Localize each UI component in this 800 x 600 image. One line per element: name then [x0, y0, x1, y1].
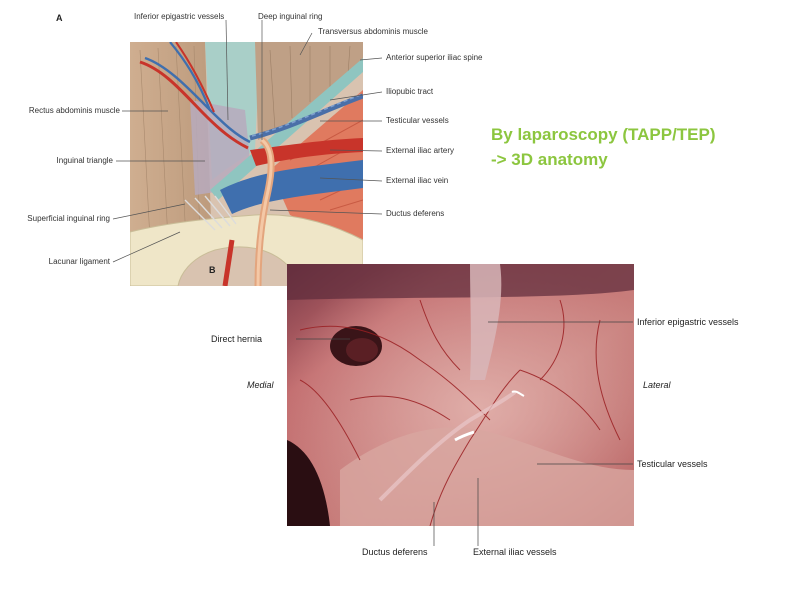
panel-a-letter: A	[56, 13, 63, 23]
inferior-epigastric-artery-shape	[139, 60, 249, 150]
label-asis: Anterior superior iliac spine	[386, 53, 483, 62]
testicular-vessels-shape	[249, 93, 363, 141]
heading: By laparoscopy (TAPP/TEP) -> 3D anatomy	[491, 122, 716, 172]
label-external-iliac-artery: External iliac artery	[386, 146, 455, 155]
label-deep-inguinal-ring: Deep inguinal ring	[258, 12, 323, 21]
rectus-abdominis-shape	[130, 42, 212, 250]
external-iliac-artery-shape	[250, 138, 363, 166]
umbilical-fold-shape	[470, 264, 502, 380]
external-iliac-vein-shape	[220, 160, 363, 214]
label-direct-hernia: Direct hernia	[211, 334, 263, 344]
label-testicular-vessels-b: Testicular vessels	[637, 459, 708, 469]
label-iliopubic-tract: Iliopubic tract	[386, 87, 434, 96]
label-external-iliac-vein: External iliac vein	[386, 176, 449, 185]
label-medial: Medial	[247, 380, 274, 390]
label-inguinal-triangle: Inguinal triangle	[56, 156, 113, 165]
label-inferior-epigastric-b: Inferior epigastric vessels	[637, 317, 739, 327]
vas-deferens-ridge	[378, 390, 517, 502]
label-external-iliac-vessels: External iliac vessels	[473, 547, 557, 557]
label-ductus-deferens-a: Ductus deferens	[386, 209, 445, 218]
label-transversus-abdominis: Transversus abdominis muscle	[318, 27, 428, 36]
label-inferior-epigastric-a: Inferior epigastric vessels	[134, 12, 225, 21]
label-superficial-inguinal-ring: Superficial inguinal ring	[27, 214, 110, 223]
label-rectus-abdominis: Rectus abdominis muscle	[28, 106, 120, 115]
transversus-muscle-shape	[255, 42, 363, 140]
label-lacunar-ligament: Lacunar ligament	[48, 257, 110, 266]
label-ductus-deferens-b: Ductus deferens	[362, 547, 428, 557]
heading-line-1: By laparoscopy (TAPP/TEP)	[491, 125, 716, 144]
label-testicular-vessels-a: Testicular vessels	[386, 116, 449, 125]
heading-line-2: -> 3D anatomy	[491, 150, 608, 169]
panel-b-letter: B	[209, 265, 216, 275]
label-lateral: Lateral	[643, 380, 671, 390]
